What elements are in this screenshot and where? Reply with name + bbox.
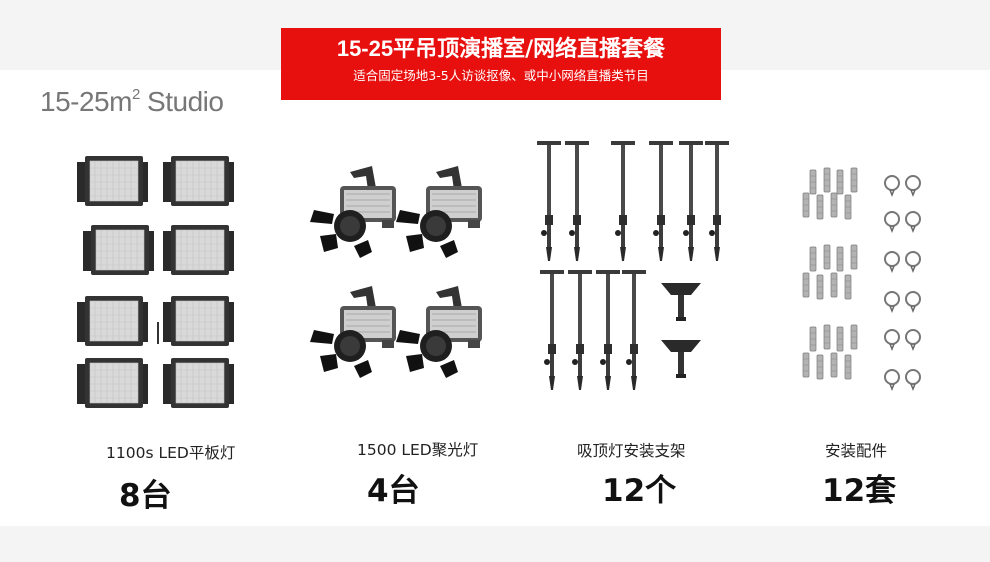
banner-title-rest: 吊顶演播室/网络直播套餐 [415,37,666,62]
product-name-led-spotlight: 1500 LED聚光灯 [357,441,479,459]
ceiling-mount-bracket-icon [537,141,729,390]
mounting-accessories-icon [802,167,921,390]
banner-subtitle: 适合固定场地3-5人访谈抠像、或中小网络直播类节目 [353,68,649,83]
led-panel-light-icon [76,155,235,409]
banner-title-prefix: 15-25平 [336,36,416,61]
product-qty-accessories: 12套 [822,473,897,509]
promo-banner: 15-25平吊顶演播室/网络直播套餐 适合固定场地3-5人访谈抠像、或中小网络直… [281,28,721,100]
studio-size-superscript: 2 [131,86,140,103]
led-spotlight-icon [310,165,483,379]
product-qty-led-panel: 8台 [119,478,172,514]
studio-size-text: 15-25m [40,86,132,117]
studio-size-label: 15-25m2 Studio [40,86,224,118]
product-qty-ceiling-bracket: 12个 [602,473,677,509]
product-qty-led-spotlight: 4台 [367,473,420,509]
product-name-ceiling-bracket: 吸顶灯安装支架 [577,442,686,460]
product-card [0,70,990,526]
studio-size-suffix: Studio [139,86,224,117]
banner-title: 15-25平吊顶演播室/网络直播套餐 [281,34,721,65]
product-name-accessories: 安装配件 [825,442,888,460]
product-name-led-panel: 1100s LED平板灯 [106,444,236,462]
